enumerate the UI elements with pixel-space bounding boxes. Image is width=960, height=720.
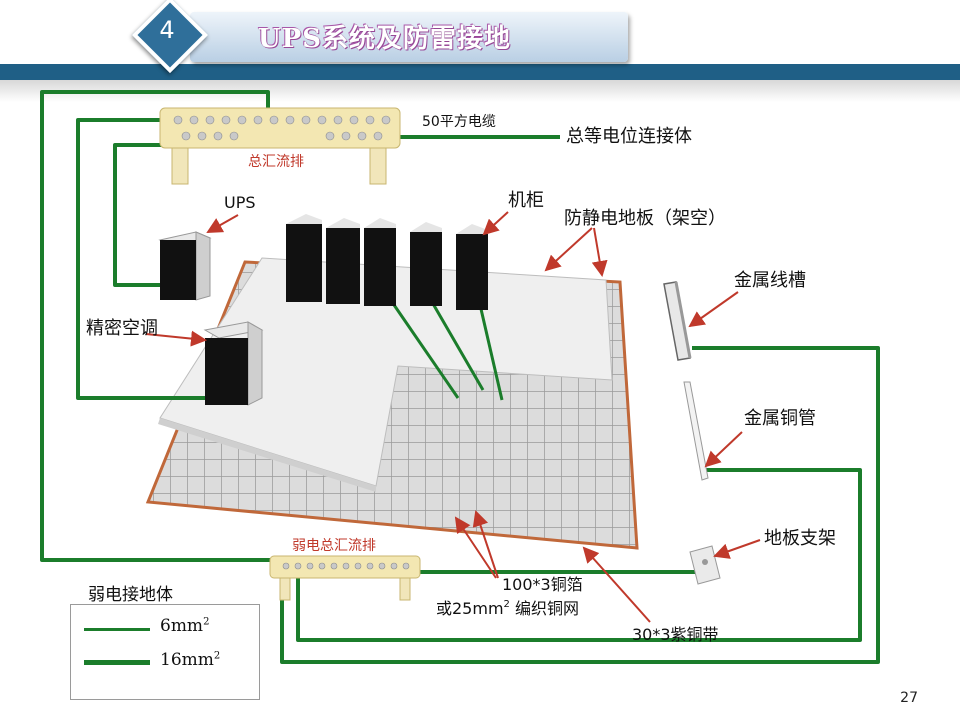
label-cable: 50平方电缆 — [422, 114, 496, 130]
legend-label-16mm: 16mm2 — [160, 650, 221, 670]
wire-outer-loop — [40, 90, 280, 562]
floor-support — [689, 545, 721, 585]
cabinet — [456, 224, 488, 310]
cabinet — [364, 218, 396, 306]
ups-unit — [158, 231, 212, 301]
page-number: 27 — [900, 690, 918, 706]
legend-line-16mm — [84, 660, 150, 665]
legend-title: 弱电接地体 — [88, 585, 173, 605]
copper-pipe — [683, 381, 709, 481]
label-support: 地板支架 — [764, 528, 836, 549]
label-equipotential: 总等电位连接体 — [566, 126, 692, 147]
label-ac: 精密空调 — [86, 318, 158, 339]
wires-16mm — [40, 90, 880, 664]
slide-title: UPS系统及防雷接地 — [258, 24, 512, 54]
arrows — [145, 211, 761, 623]
label-strap: 30*3紫铜带 — [632, 625, 719, 644]
wires-cabinet — [390, 295, 504, 401]
label-cabinet: 机柜 — [508, 190, 544, 211]
label-weak-busbar: 弱电总汇流排 — [292, 538, 376, 554]
cabinet — [286, 214, 322, 302]
cabinets — [286, 214, 488, 310]
wire-ac — [76, 118, 215, 400]
wire-pipe — [296, 468, 862, 642]
label-floor: 防静电地板（架空） — [564, 208, 726, 229]
header-band — [0, 64, 960, 80]
title-bar — [190, 12, 628, 62]
legend-line-6mm — [84, 628, 150, 631]
metal-trunking — [663, 281, 692, 361]
label-foil-1: 100*3铜箔 — [502, 575, 583, 594]
legend-box — [70, 604, 260, 700]
label-trunking: 金属线槽 — [734, 270, 806, 291]
precision-ac-unit — [203, 321, 264, 406]
main-busbar — [159, 107, 401, 185]
header-shadow — [0, 80, 960, 102]
section-number: 4 — [159, 16, 175, 44]
wire-ups — [113, 143, 170, 287]
cabinet — [410, 222, 442, 306]
weak-current-busbar — [269, 555, 421, 601]
label-main-busbar: 总汇流排 — [248, 154, 304, 170]
label-foil-2: 或25mm2 编织铜网 — [436, 599, 579, 618]
wire-trunking — [280, 346, 880, 664]
label-ups: UPS — [224, 193, 256, 212]
floor-edge-shade — [158, 418, 376, 492]
cabinet — [326, 218, 360, 304]
label-pipe: 金属铜管 — [744, 408, 816, 429]
legend-label-6mm: 6mm2 — [160, 616, 210, 636]
